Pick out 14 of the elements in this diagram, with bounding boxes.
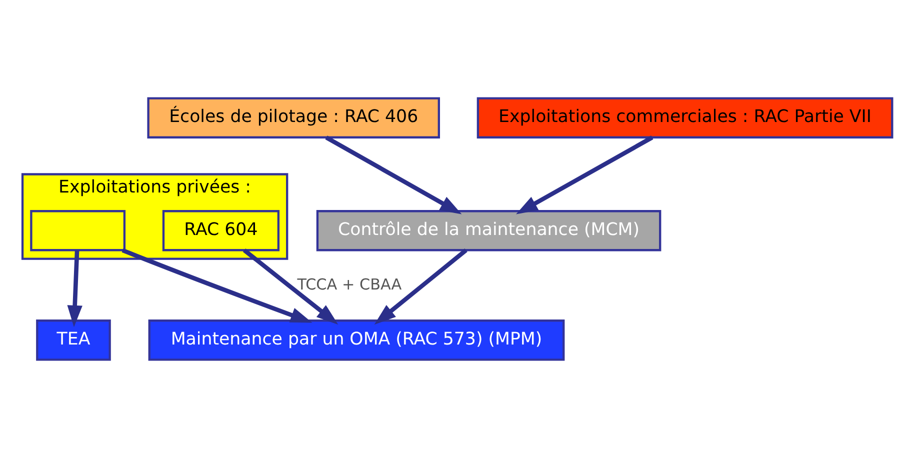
node-box: Contrôle de la maintenance (MCM): [316, 210, 662, 251]
arrow: [516, 135, 654, 214]
node-box: RAC 604: [162, 210, 280, 251]
edge-label: TCCA + CBAA: [297, 274, 402, 293]
node-box: TEA: [36, 319, 111, 360]
node-box: [30, 210, 126, 251]
node-box: Maintenance par un OMA (RAC 573) (MPM): [148, 319, 565, 360]
node-box: Écoles de pilotage : RAC 406: [147, 96, 440, 138]
arrow: [67, 250, 82, 327]
arrow: [242, 248, 338, 324]
arrow: [374, 248, 468, 324]
arrow: [122, 248, 312, 322]
node-box: Exploitations commerciales : RAC Partie VII: [476, 96, 894, 138]
arrow: [325, 135, 462, 214]
